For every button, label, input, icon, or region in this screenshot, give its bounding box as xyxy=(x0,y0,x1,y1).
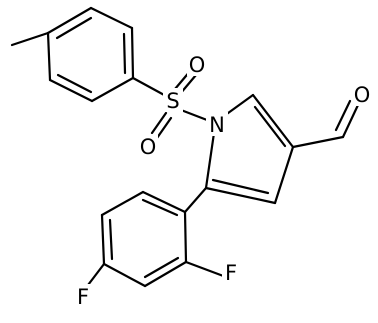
pyrrole-ring xyxy=(204,93,295,205)
pyrrole-bond xyxy=(204,186,277,205)
carbonyl-oxygen-label: O xyxy=(354,83,371,107)
difluorophenyl-ring-double-bond xyxy=(143,256,180,279)
tolyl-ring-double-bond xyxy=(122,32,127,75)
pyrrole-bond xyxy=(204,131,216,190)
sulfur-oxygen-double-bond xyxy=(155,116,173,140)
difluorophenyl-ring-bond xyxy=(183,210,188,264)
difluorophenyl-ring-bond xyxy=(143,260,188,288)
tolyl-group xyxy=(10,6,135,103)
sulfur-oxygen-double-bond xyxy=(150,111,168,135)
atom-labels: S O O N O F F xyxy=(74,52,372,309)
carbonyl-double-bond xyxy=(341,103,360,139)
pyrrole-double-bond xyxy=(211,178,270,195)
difluorophenyl-ring-bond xyxy=(102,262,147,288)
difluorophenyl-group xyxy=(83,186,228,291)
pyrrole-bond xyxy=(273,145,295,205)
aryl-sulfur-bond xyxy=(131,76,168,98)
tolyl-ring-bond xyxy=(46,6,93,35)
tolyl-ring-bond xyxy=(48,78,94,103)
tolyl-ring-bond xyxy=(46,31,52,82)
fluorine-atom-label: F xyxy=(77,285,89,309)
pyrrole-double-bond xyxy=(253,105,287,148)
carbonyl-double-bond xyxy=(334,99,352,132)
difluorophenyl-ring-bond xyxy=(100,213,106,266)
difluorophenyl-ring-double-bond xyxy=(108,218,114,261)
tolyl-ring-double-bond xyxy=(55,16,93,40)
tolyl-ring-bond xyxy=(89,6,134,30)
pyrrole-bond xyxy=(222,93,255,118)
tolyl-ring-bond xyxy=(130,26,135,80)
carbon-fluorine-bond xyxy=(184,260,228,279)
difluorophenyl-ring-bond xyxy=(141,190,187,214)
aldehyde-bond xyxy=(291,135,345,149)
difluorophenyl-ring-bond xyxy=(100,190,145,217)
nitrogen-atom-label: N xyxy=(209,113,225,137)
difluorophenyl-ring-double-bond xyxy=(141,198,179,217)
aldehyde-group xyxy=(291,99,360,149)
tolyl-ring-double-bond xyxy=(56,73,93,94)
sulfonyl-oxygen-label: O xyxy=(189,53,206,77)
pyrrole-bond xyxy=(251,93,295,149)
sulfur-nitrogen-bond xyxy=(179,108,209,122)
sulfur-atom-label: S xyxy=(166,89,179,113)
fluorine-atom-label: F xyxy=(225,261,237,285)
tolyl-ring-bond xyxy=(90,76,135,103)
methyl-bond xyxy=(10,31,50,47)
biaryl-bond xyxy=(183,186,208,214)
sulfonyl-oxygen-label: O xyxy=(140,135,157,159)
